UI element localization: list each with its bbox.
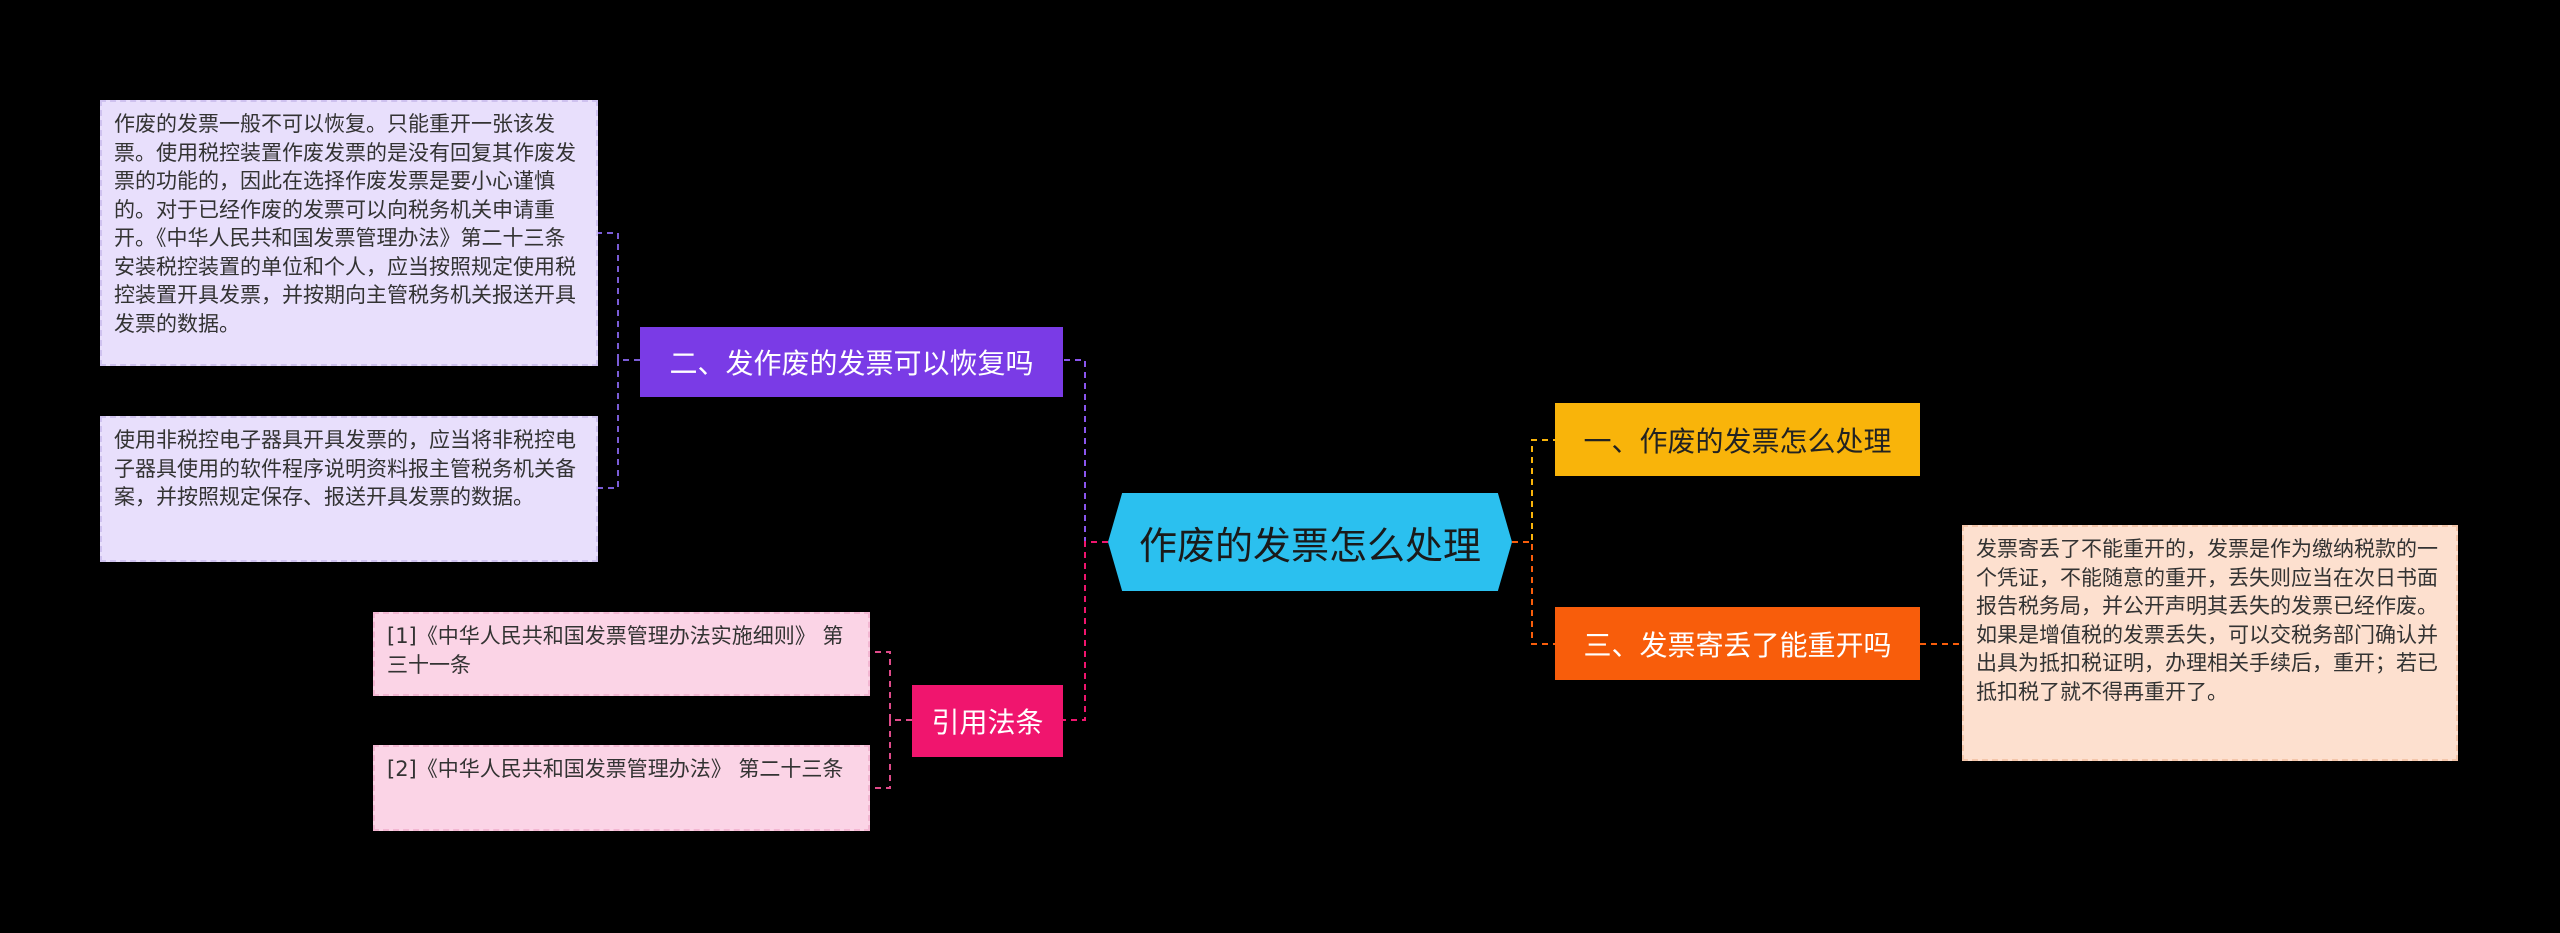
link-branch4-leaf2	[870, 719, 912, 789]
branch-4[interactable]: 引用法条	[912, 685, 1063, 757]
leaf-non-taxcontrol[interactable]: 使用非税控电子器具开具发票的，应当将非税控电子器具使用的软件程序说明资料报主管税…	[100, 416, 598, 562]
leaf-citation-1[interactable]: [1]《中华人民共和国发票管理办法实施细则》 第三十一条	[373, 612, 870, 696]
branch-2-label: 二、发作废的发票可以恢复吗	[669, 347, 1034, 380]
branch-4-label: 引用法条	[931, 706, 1044, 739]
leaf-recover-detail[interactable]: 作废的发票一般不可以恢复。只能重开一张该发票。使用税控装置作废发票的是没有回复其…	[100, 100, 598, 366]
link-center-branch3	[1512, 541, 1555, 645]
link-branch2-leaf1	[598, 232, 640, 361]
branch-3-label: 三、发票寄丢了能重开吗	[1583, 628, 1892, 662]
link-branch4-leaf1	[870, 651, 912, 721]
leaf-citation-1-text: [1]《中华人民共和国发票管理办法实施细则》 第三十一条	[387, 624, 844, 677]
center-topic[interactable]: 作废的发票怎么处理	[1108, 493, 1512, 591]
link-center-branch2	[1063, 359, 1108, 543]
link-center-branch4	[1063, 541, 1108, 721]
branch-2[interactable]: 二、发作废的发票可以恢复吗	[640, 327, 1063, 397]
leaf-citation-2-text: [2]《中华人民共和国发票管理办法》 第二十三条	[387, 757, 844, 781]
link-branch2-leaf2	[598, 359, 640, 489]
leaf-lost-invoice-text: 发票寄丢了不能重开的，发票是作为缴纳税款的一个凭证，不能随意的重开，丢失则应当在…	[1976, 537, 2438, 704]
leaf-recover-detail-text: 作废的发票一般不可以恢复。只能重开一张该发票。使用税控装置作废发票的是没有回复其…	[114, 112, 576, 336]
center-topic-label: 作废的发票怎么处理	[1138, 523, 1481, 568]
leaf-non-taxcontrol-text: 使用非税控电子器具开具发票的，应当将非税控电子器具使用的软件程序说明资料报主管税…	[114, 428, 576, 509]
link-center-branch1	[1512, 439, 1555, 543]
leaf-lost-invoice[interactable]: 发票寄丢了不能重开的，发票是作为缴纳税款的一个凭证，不能随意的重开，丢失则应当在…	[1962, 525, 2458, 761]
branch-3[interactable]: 三、发票寄丢了能重开吗	[1555, 607, 1920, 680]
branch-1[interactable]: 一、作废的发票怎么处理	[1555, 403, 1920, 476]
branch-1-label: 一、作废的发票怎么处理	[1583, 424, 1892, 458]
leaf-citation-2[interactable]: [2]《中华人民共和国发票管理办法》 第二十三条	[373, 745, 870, 831]
